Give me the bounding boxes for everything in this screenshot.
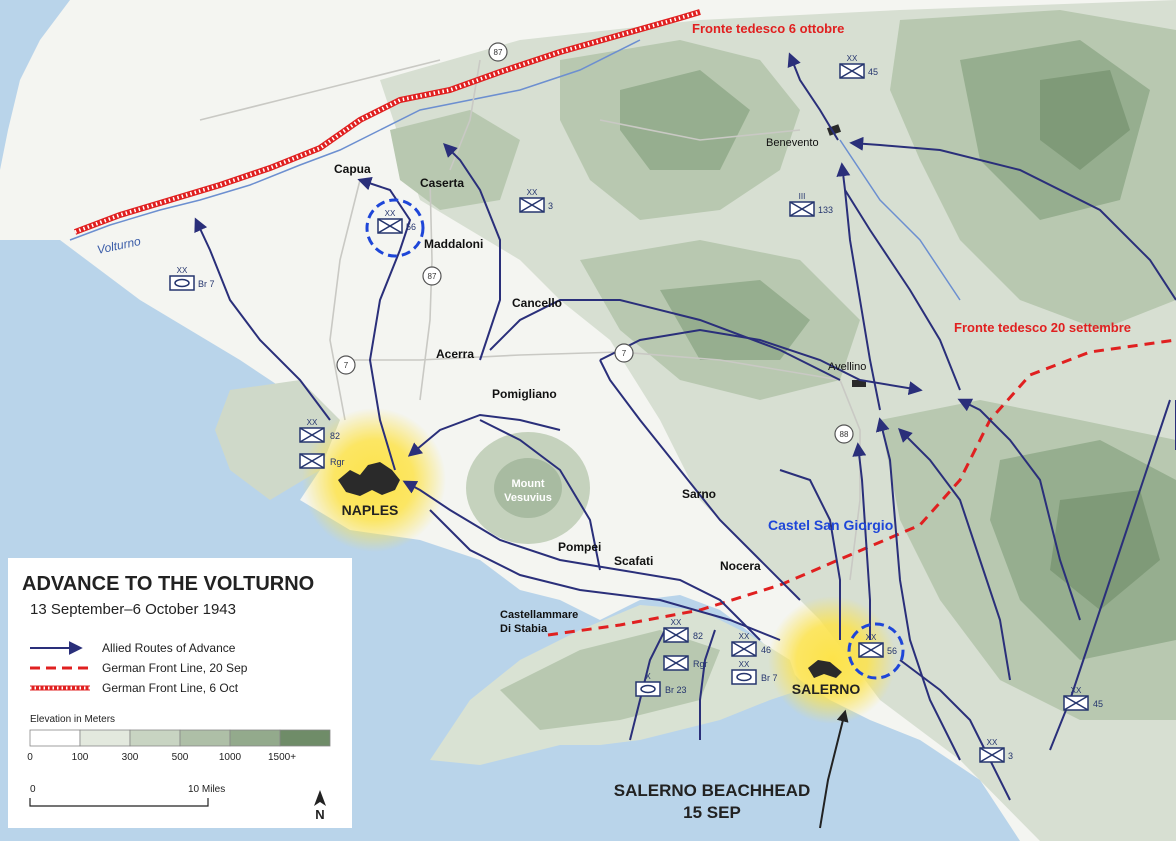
unit-45-north: 45	[868, 67, 878, 77]
place-di-stabia: Di Stabia	[500, 623, 548, 635]
legend: ADVANCE TO THE VOLTURNO 13 September–6 O…	[8, 558, 352, 828]
beachhead-line2: 15 SEP	[683, 803, 741, 822]
unit-br7-north: Br 7	[198, 279, 215, 289]
salerno-city-icon	[808, 660, 842, 678]
unit-br23: Br 23	[665, 685, 687, 695]
unit-xx-82b: XX	[671, 618, 682, 627]
unit-56-north: 56	[406, 222, 416, 232]
place-castellammare: Castellammare	[500, 609, 578, 621]
road-87-south: 87	[428, 272, 437, 281]
avellino-city-icon	[852, 380, 866, 387]
rivers	[69, 39, 961, 301]
legend-route-label: Allied Routes of Advance	[102, 641, 236, 655]
unit-56-salerno: 56	[887, 646, 897, 656]
place-sarno: Sarno	[682, 487, 716, 501]
elevation-scale	[29, 729, 331, 747]
unit-symbols	[169, 63, 1089, 763]
unit-br7-peninsula: Br 7	[761, 673, 778, 683]
unit-xx-56a: XX	[385, 209, 396, 218]
unit-rgr-peninsula: Rgr	[693, 659, 708, 669]
front-line-sep20	[547, 338, 1176, 637]
north-arrow-icon	[314, 790, 326, 806]
scale-start: 0	[30, 784, 36, 795]
place-naples: NAPLES	[342, 502, 399, 518]
place-mount: Mount	[512, 478, 545, 490]
place-pomigliano: Pomigliano	[492, 387, 557, 401]
unit-xx-45b: XX	[1071, 686, 1082, 695]
unit-x-br23: X	[645, 672, 651, 681]
unit-rgr-naples: Rgr	[330, 457, 345, 467]
north-label: N	[315, 807, 324, 822]
unit-82-peninsula: 82	[693, 631, 703, 641]
highlight-56-salerno	[847, 622, 905, 680]
unit-133: 133	[818, 205, 833, 215]
unit-46: 46	[761, 645, 771, 655]
unit-xx-45a: XX	[847, 54, 858, 63]
unit-xx-3b: XX	[987, 738, 998, 747]
unit-45-south: 45	[1093, 699, 1103, 709]
unit-iii-133: III	[799, 192, 806, 201]
unit-size-markers: XX XX III XX XX XX XX X XX XX XX XX XX	[177, 54, 1082, 747]
naples-city-icon	[338, 462, 400, 496]
legend-subtitle: 13 September–6 October 1943	[30, 601, 236, 618]
legend-box	[8, 558, 352, 828]
legend-oct6-label: German Front Line, 6 Oct	[102, 681, 239, 695]
allied-routes	[194, 52, 1176, 801]
place-benevento: Benevento	[766, 137, 819, 149]
scale-end: 10 Miles	[188, 784, 225, 795]
unit-xx-br7b: XX	[739, 660, 750, 669]
road-87-north: 87	[494, 48, 503, 57]
unit-xx-br7a: XX	[177, 266, 188, 275]
place-avellino: Avellino	[828, 361, 866, 373]
place-pompei: Pompei	[558, 540, 601, 554]
place-vesuvius: Vesuvius	[504, 492, 552, 504]
legend-sep20-label: German Front Line, 20 Sep	[102, 661, 248, 675]
place-acerra: Acerra	[436, 347, 474, 361]
unit-xx-3a: XX	[527, 188, 538, 197]
place-castel-san-giorgio: Castel San Giorgio	[768, 517, 893, 533]
road-7-east: 7	[622, 349, 627, 358]
highlight-56-north	[365, 198, 425, 258]
unit-3-south: 3	[1008, 751, 1013, 761]
road-7-west: 7	[344, 361, 349, 370]
unit-3-north: 3	[548, 201, 553, 211]
elevation-shading	[215, 0, 1176, 841]
front-line-oct6	[73, 9, 701, 235]
beachhead-arrow	[819, 709, 849, 829]
elevation-tick-1000: 1000	[219, 752, 242, 763]
road-shields	[336, 42, 854, 444]
place-nocera: Nocera	[720, 559, 761, 573]
front-label-oct6: Fronte tedesco 6 ottobre	[692, 21, 844, 36]
elevation-tick-0: 0	[27, 752, 33, 763]
unit-xx-56b: XX	[866, 633, 877, 642]
elevation-tick-500: 500	[172, 752, 189, 763]
front-label-sep20: Fronte tedesco 20 settembre	[954, 320, 1131, 335]
road-88: 88	[840, 430, 849, 439]
unit-designations: 45 3 133 56 Br 7 82 Rgr 82 Rgr Br 23 46 …	[198, 67, 1103, 761]
salerno-glow	[768, 596, 896, 724]
elevation-tick-300: 300	[122, 752, 139, 763]
place-salerno: SALERNO	[792, 681, 861, 697]
elevation-tick-1500: 1500+	[268, 752, 296, 763]
place-scafati: Scafati	[614, 554, 653, 568]
place-caserta: Caserta	[420, 176, 464, 190]
legend-elevation-title: Elevation in Meters	[30, 714, 115, 725]
elevation-tick-100: 100	[72, 752, 89, 763]
unit-xx-82a: XX	[307, 418, 318, 427]
sea	[0, 0, 70, 170]
place-cancello: Cancello	[512, 296, 562, 310]
place-capua: Capua	[334, 162, 371, 176]
legend-title: ADVANCE TO THE VOLTURNO	[22, 573, 314, 595]
place-maddaloni: Maddaloni	[424, 237, 483, 251]
scale-bar	[29, 798, 209, 807]
beachhead-line1: SALERNO BEACHHEAD	[614, 781, 810, 800]
unit-82-naples: 82	[330, 431, 340, 441]
unit-xx-46: XX	[739, 632, 750, 641]
